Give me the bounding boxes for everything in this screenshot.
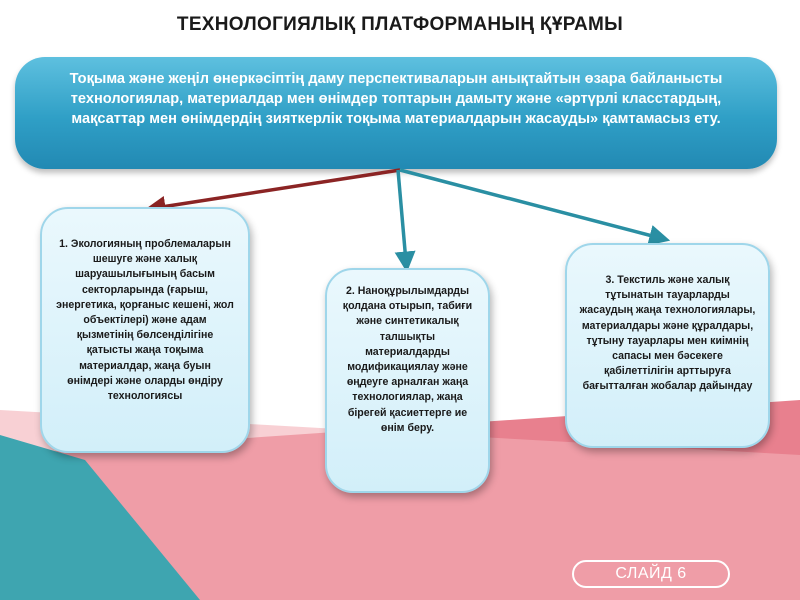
banner-text: Тоқыма және жеңіл өнеркәсіптің даму перс… <box>69 71 723 127</box>
item-box-3: 3. Текстиль және халық тұтынатын тауарла… <box>565 243 770 448</box>
light-pink-band <box>0 410 800 600</box>
teal-band <box>0 435 200 600</box>
arrow-to-item-3 <box>399 168 671 246</box>
item-box-1: 1. Экологияның проблемаларын шешуге және… <box>40 207 250 453</box>
arrow-to-item-2 <box>394 169 416 273</box>
intro-banner: Тоқыма және жеңіл өнеркәсіптің даму перс… <box>15 57 777 169</box>
slide-number-badge: СЛАЙД 6 <box>572 560 730 588</box>
item-text-3: 3. Текстиль және халық тұтынатын тауарла… <box>579 274 756 393</box>
item-box-2: 2. Наноқұрылымдарды қолдана отырып, таби… <box>325 268 490 493</box>
slide-title: ТЕХНОЛОГИЯЛЫҚ ПЛАТФОРМАНЫҢ ҚҰРАМЫ <box>176 14 624 35</box>
item-text-1: 1. Экологияның проблемаларын шешуге және… <box>56 238 234 403</box>
arrow-to-item-1 <box>144 168 401 217</box>
item-text-2: 2. Наноқұрылымдарды қолдана отырып, таби… <box>342 285 473 434</box>
